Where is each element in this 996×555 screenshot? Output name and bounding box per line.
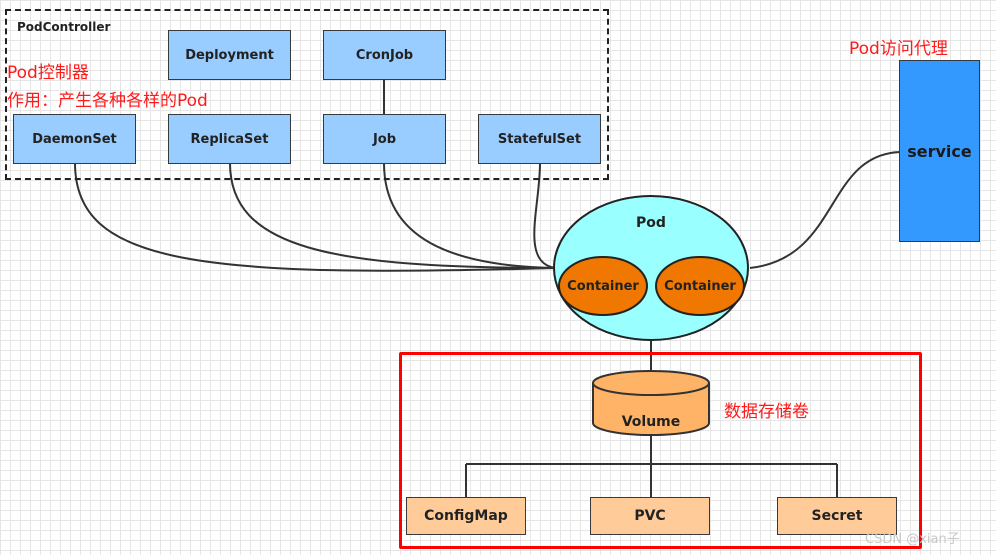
pod-controller-group <box>5 9 609 180</box>
service-note: Pod访问代理 <box>849 39 948 59</box>
volume-cylinder[interactable] <box>590 370 712 438</box>
volume-note: 数据存储卷 <box>724 402 809 422</box>
pod-to-service-line <box>749 151 901 269</box>
statefulset-box[interactable]: StatefulSet <box>478 114 601 164</box>
service-box[interactable]: service <box>899 60 980 242</box>
watermark: CSDN @xian子 <box>865 532 960 547</box>
secret-box[interactable]: Secret <box>777 497 897 535</box>
job-box[interactable]: Job <box>323 114 446 164</box>
pod-controller-note-purpose: 作用：产生各种各样的Pod <box>7 91 208 111</box>
job-to-pod-line <box>383 162 556 269</box>
pvc-box[interactable]: PVC <box>590 497 710 535</box>
container-shape-1 <box>558 256 648 316</box>
storage-highlight-frame <box>399 352 922 549</box>
pod-label: Pod <box>636 215 666 231</box>
replicaset-to-pod-line <box>229 162 556 269</box>
pod-shape[interactable] <box>550 192 752 344</box>
daemonset-box[interactable]: DaemonSet <box>13 114 136 164</box>
container-label-1: Container <box>567 278 639 294</box>
deployment-box[interactable]: Deployment <box>168 30 291 80</box>
volume-to-storage-line <box>465 433 838 498</box>
pod-controller-note-title: Pod控制器 <box>7 63 89 83</box>
configmap-box[interactable]: ConfigMap <box>406 497 526 535</box>
cronjob-box[interactable]: CronJob <box>323 30 446 80</box>
daemonset-to-pod-line <box>74 162 556 272</box>
container-shape-2 <box>655 256 745 316</box>
volume-label: Volume <box>621 414 681 430</box>
container-label-2: Container <box>664 278 736 294</box>
pod-controller-title: PodController <box>17 20 111 34</box>
replicaset-box[interactable]: ReplicaSet <box>168 114 291 164</box>
